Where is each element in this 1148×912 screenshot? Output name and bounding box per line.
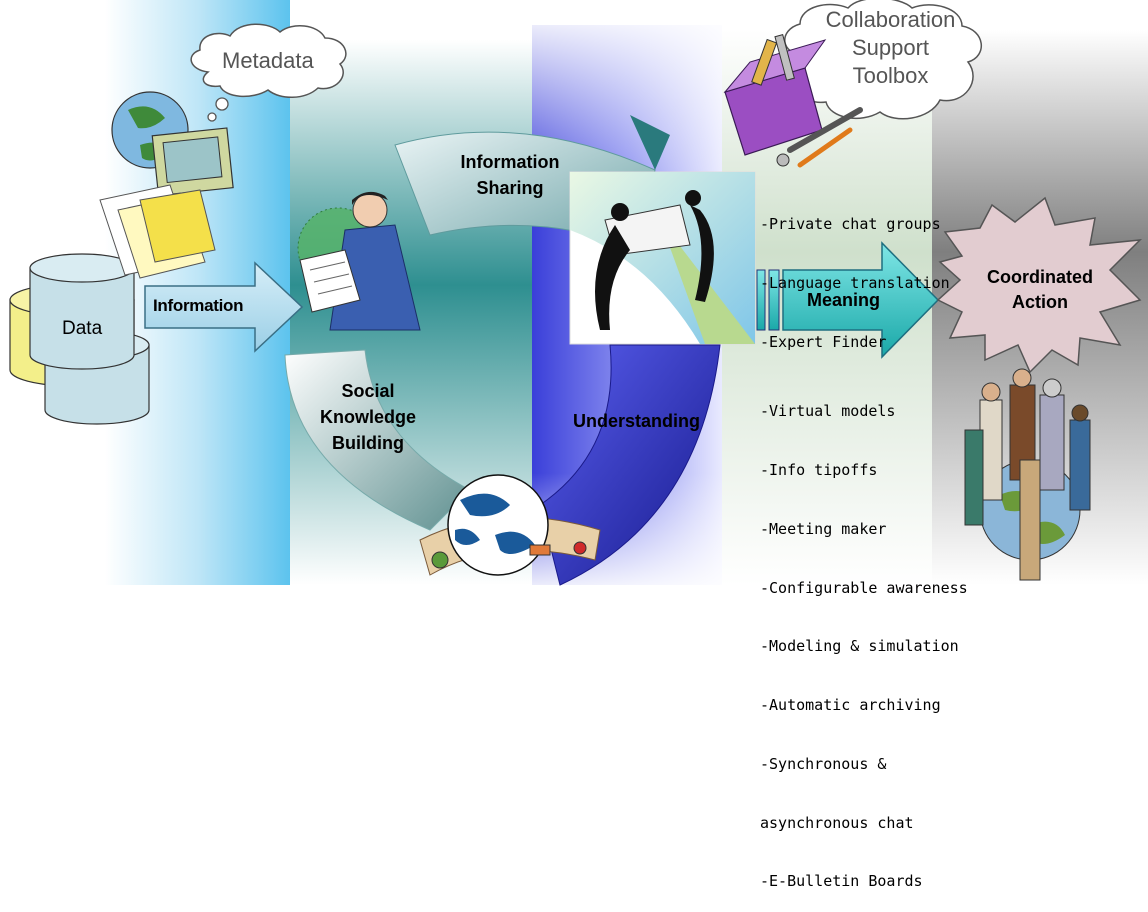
metadata-cloud [190, 23, 347, 122]
information-arrow [144, 261, 304, 353]
metadata-label: Metadata [222, 48, 314, 73]
information-label: Information [153, 296, 244, 315]
coordinated-action-star [936, 196, 1143, 374]
collaboration-toolbox-label: Collaboration Support Toolbox [825, 7, 956, 88]
toolbox-icon [723, 34, 863, 168]
collaboration-cloud [784, 0, 983, 120]
list-item: -Expert Finder [760, 332, 887, 351]
social-knowledge-building-label: Social Knowledge Building [319, 381, 416, 453]
tools-lower-list: -Virtual models -Info tipoffs -Meeting m… [760, 363, 968, 912]
coordinated-action-label: Coordinated Action [987, 267, 1093, 312]
list-item: -Private chat groups [760, 215, 941, 234]
list-item: -Synchronous & [760, 754, 887, 773]
globe-food-icon [419, 474, 601, 576]
understanding-label: Understanding [573, 411, 701, 431]
data-label: Data [62, 318, 103, 339]
list-item: -Info tipoffs [760, 460, 878, 479]
list-item: -E-Bulletin Boards [760, 872, 923, 891]
understanding-band [539, 344, 721, 586]
list-item: -Language translation [760, 273, 950, 292]
list-item: -Configurable awareness [760, 578, 968, 597]
list-item: -Automatic archiving [760, 696, 941, 715]
social-band [284, 349, 471, 531]
information-sharing-label: Information Sharing [460, 152, 560, 198]
diagram-canvas [9, 0, 1148, 586]
list-item: -Virtual models [760, 402, 896, 421]
list-item: -Modeling & simulation [760, 637, 959, 656]
meaning-label: Meaning [807, 290, 881, 310]
list-item: asynchronous chat [760, 813, 914, 832]
tools-upper-list: -Private chat groups -Language translati… [760, 176, 950, 372]
list-item: -Meeting maker [760, 519, 887, 538]
handshake-document-icon [569, 171, 756, 345]
newspaper-reader-icon [297, 191, 421, 331]
people-circle-icon [964, 368, 1091, 581]
globe-computer-icon [99, 91, 234, 279]
data-cylinders [9, 253, 150, 425]
meaning-arrow [756, 241, 940, 359]
